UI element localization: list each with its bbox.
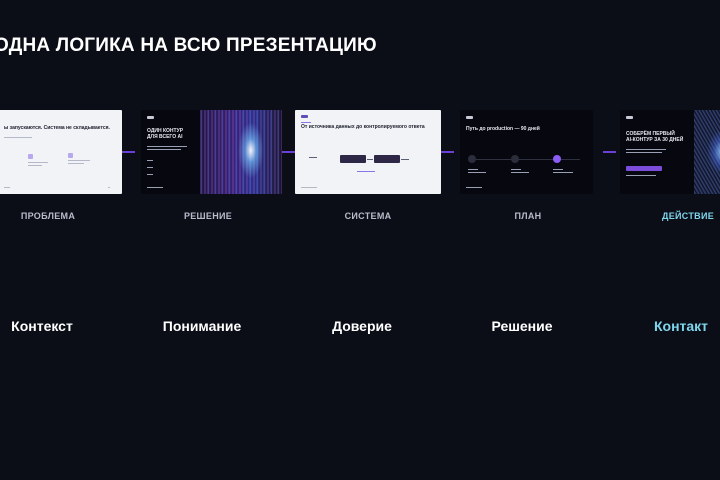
text-line (553, 172, 573, 173)
keyword-contact: Контакт (653, 318, 709, 334)
text-line (357, 171, 375, 172)
stage-label-plan: ПЛАН (514, 211, 542, 221)
text-line (468, 172, 486, 173)
slide-headline-line1: ОДИН КОНТУР (147, 128, 184, 134)
cta-button (626, 166, 662, 171)
text-line (68, 160, 90, 161)
keyword-trust: Доверие (332, 318, 392, 334)
text-line (147, 149, 181, 150)
footer-line (4, 187, 10, 188)
stage-label-problem: ПРОБЛЕМА (20, 211, 76, 221)
logo-icon (626, 116, 633, 119)
text-line (309, 157, 317, 158)
list-item-line (147, 167, 153, 168)
list-item-line (147, 174, 153, 175)
text-line (626, 152, 662, 153)
stage-label-action: ДЕЙСТВИЕ (661, 211, 715, 221)
timeline-step (468, 155, 476, 163)
text-line (553, 169, 563, 170)
text-line (28, 165, 42, 166)
feature-icon (68, 153, 73, 158)
text-line (68, 163, 84, 164)
keyword-understanding: Понимание (162, 318, 242, 334)
slide-thumbnail-plan[interactable]: Путь до production — 90 дней (460, 110, 593, 194)
page-title: ОДНА ЛОГИКА НА ВСЮ ПРЕЗЕНТАЦИЮ (0, 35, 377, 56)
slide-headline-line1: СОБЕРЁМ ПЕРВЫЙ (626, 131, 675, 137)
text-line (147, 146, 187, 147)
light-streaks-image (200, 110, 282, 194)
slide-headline: Путь до production — 90 дней (466, 126, 540, 132)
stage-label-system: СИСТЕМА (344, 211, 392, 221)
text-line (626, 149, 666, 150)
timeline-step-active (553, 155, 561, 163)
slide-headline: От источника данных до контролируемого о… (301, 124, 425, 130)
logo-icon (147, 116, 154, 119)
text-line (511, 169, 521, 170)
timeline-line (470, 159, 580, 160)
slide-headline-line2: ДЛЯ ВСЕГО AI (147, 134, 183, 140)
text-line (468, 169, 478, 170)
keyword-solution: Решение (491, 318, 553, 334)
slide-thumbnail-solution[interactable]: ОДИН КОНТУР ДЛЯ ВСЕГО AI (141, 110, 282, 194)
footer-line (147, 187, 163, 188)
flow-arrow (401, 159, 409, 160)
text-line (4, 137, 32, 138)
text-line (301, 122, 311, 123)
logo-icon (301, 115, 308, 118)
stage-label-solution: РЕШЕНИЕ (183, 211, 233, 221)
slide-headline-line2: AI-КОНТУР ЗА 30 ДНЕЙ (626, 137, 684, 143)
slide-thumbnail-system[interactable]: От источника данных до контролируемого о… (295, 110, 441, 194)
timeline-step (511, 155, 519, 163)
connector-line (603, 151, 616, 153)
connector-line (441, 151, 454, 153)
text-line (626, 175, 656, 176)
connector-line (122, 151, 135, 153)
connector-line (282, 151, 295, 153)
footer-line (466, 187, 482, 188)
slide-headline: ы запускаются. Система не складывается. (4, 125, 110, 131)
flow-node (374, 155, 400, 163)
keyword-context: Контекст (11, 318, 73, 334)
flow-node (340, 155, 366, 163)
footer-line (108, 187, 110, 188)
logo-icon (466, 116, 473, 119)
text-line (511, 172, 529, 173)
slide-thumbnail-action[interactable]: СОБЕРЁМ ПЕРВЫЙ AI-КОНТУР ЗА 30 ДНЕЙ (620, 110, 720, 194)
light-streaks-image (694, 110, 720, 194)
feature-icon (28, 154, 33, 159)
flow-arrow (367, 159, 373, 160)
slide-thumbnail-problem[interactable]: ы запускаются. Система не складывается. (0, 110, 122, 194)
footer-line (301, 187, 317, 188)
text-line (28, 162, 48, 163)
list-item-line (147, 160, 153, 161)
